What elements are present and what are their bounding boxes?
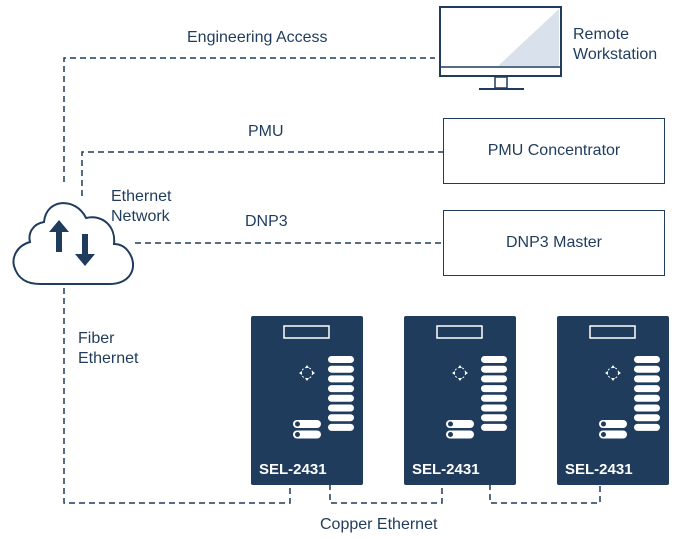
copper-link-2 — [489, 484, 601, 504]
pushbutton — [634, 414, 660, 422]
pmu-concentrator-box: PMU Concentrator — [443, 118, 665, 184]
ethernet-network-label-line1: Ethernet — [111, 188, 172, 205]
pushbutton — [481, 414, 507, 422]
copper-ethernet-label: Copper Ethernet — [320, 516, 438, 533]
relay-name-label: SEL-2431 — [412, 461, 480, 478]
pushbutton — [634, 385, 660, 393]
remote-workstation-label-line1: Remote — [573, 26, 630, 43]
ethernet-network-label-line2: Network — [111, 208, 170, 225]
monitor-icon — [439, 6, 562, 90]
pushbutton — [328, 385, 354, 393]
pushbutton — [328, 356, 354, 363]
indicator-button — [446, 420, 474, 428]
fiber-ethernet-link — [63, 288, 291, 504]
cloud-arrows-icon — [12, 202, 135, 285]
fiber-ethernet-label-line1: Fiber — [78, 330, 115, 347]
pushbutton — [481, 394, 507, 402]
dnp3-master-box: DNP3 Master — [443, 210, 665, 276]
indicator-button — [293, 420, 321, 428]
pushbutton — [481, 375, 507, 383]
relay-name-label: SEL-2431 — [565, 461, 633, 478]
indicator-button — [599, 430, 627, 439]
pushbutton — [328, 404, 354, 412]
pmu-label: PMU — [248, 123, 284, 140]
pushbutton — [481, 385, 507, 393]
pushbutton — [634, 356, 660, 363]
relay-display — [589, 325, 636, 339]
pushbutton — [481, 404, 507, 412]
navigation-pad-icon — [452, 365, 468, 381]
pushbutton — [634, 375, 660, 383]
copper-link-1 — [329, 484, 443, 504]
arrow-down-icon — [75, 234, 95, 266]
relay-display — [283, 325, 330, 339]
relay-panel — [436, 325, 507, 439]
relay-device: SEL-2431 — [557, 316, 669, 485]
relay-panel — [589, 325, 660, 439]
remote-workstation-label-line2: Workstation — [573, 46, 658, 63]
pushbutton — [328, 394, 354, 402]
fiber-ethernet-label-line2: Ethernet — [78, 350, 139, 367]
indicator-button — [293, 430, 321, 439]
pushbutton — [481, 365, 507, 373]
relay-name-label: SEL-2431 — [259, 461, 327, 478]
navigation-pad-icon — [605, 365, 621, 381]
relay-device: SEL-2431 — [251, 316, 363, 485]
pushbutton — [481, 356, 507, 363]
relay-panel — [283, 325, 354, 439]
engineering-access-link — [63, 57, 435, 182]
pushbutton — [634, 423, 660, 431]
relay-device: SEL-2431 — [404, 316, 516, 485]
indicator-button — [599, 420, 627, 428]
arrow-up-icon — [49, 220, 69, 252]
indicator-button — [446, 430, 474, 439]
relay-display — [436, 325, 483, 339]
pushbutton — [328, 375, 354, 383]
pushbutton — [634, 365, 660, 373]
pushbutton — [481, 423, 507, 431]
pushbutton — [634, 404, 660, 412]
pmu-link — [81, 151, 443, 196]
pushbutton — [328, 365, 354, 373]
navigation-pad-icon — [299, 365, 315, 381]
dnp3-label: DNP3 — [245, 213, 288, 230]
pushbutton — [634, 394, 660, 402]
pushbutton — [328, 414, 354, 422]
engineering-access-label: Engineering Access — [187, 29, 328, 46]
pushbutton — [328, 423, 354, 431]
